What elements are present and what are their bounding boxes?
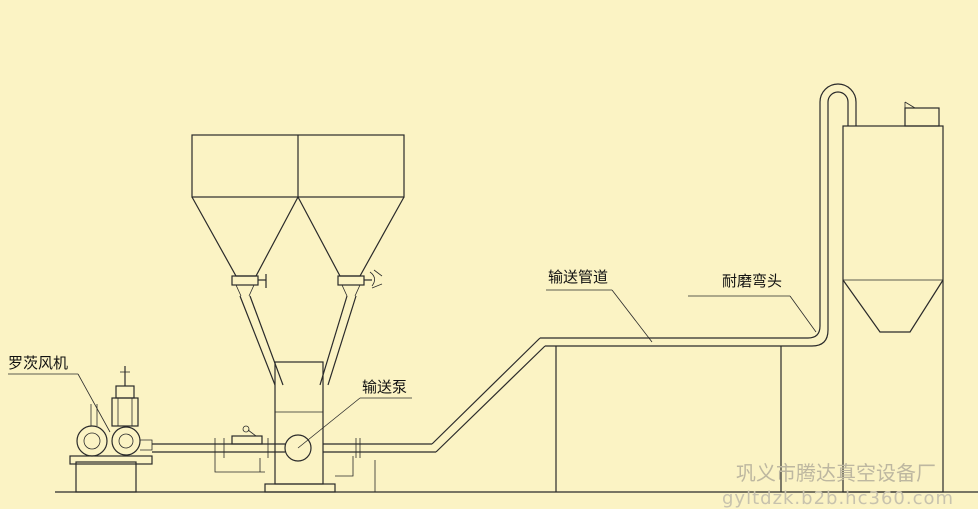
label-elbow: 耐磨弯头	[722, 272, 782, 290]
twin-hopper	[191, 134, 405, 386]
watermark-site: gyltdzk.b2b.hc360.com	[722, 488, 954, 509]
label-pump-group: 输送泵	[297, 378, 412, 449]
air-line	[152, 425, 285, 458]
label-blower: 罗茨风机	[8, 354, 68, 372]
label-blower-group: 罗茨风机	[8, 354, 111, 433]
conveying-pipeline	[323, 83, 857, 458]
watermark-company: 巩义市腾达真空设备厂	[736, 461, 936, 485]
label-pump: 输送泵	[362, 378, 407, 396]
label-pipeline: 输送管道	[548, 268, 608, 286]
receiving-silo	[842, 101, 944, 493]
pipe-support-frame	[374, 346, 782, 492]
label-pipeline-group: 输送管道	[546, 268, 653, 343]
roots-blower	[69, 366, 153, 493]
conveying-pump	[214, 361, 354, 493]
label-elbow-group: 耐磨弯头	[688, 272, 817, 333]
